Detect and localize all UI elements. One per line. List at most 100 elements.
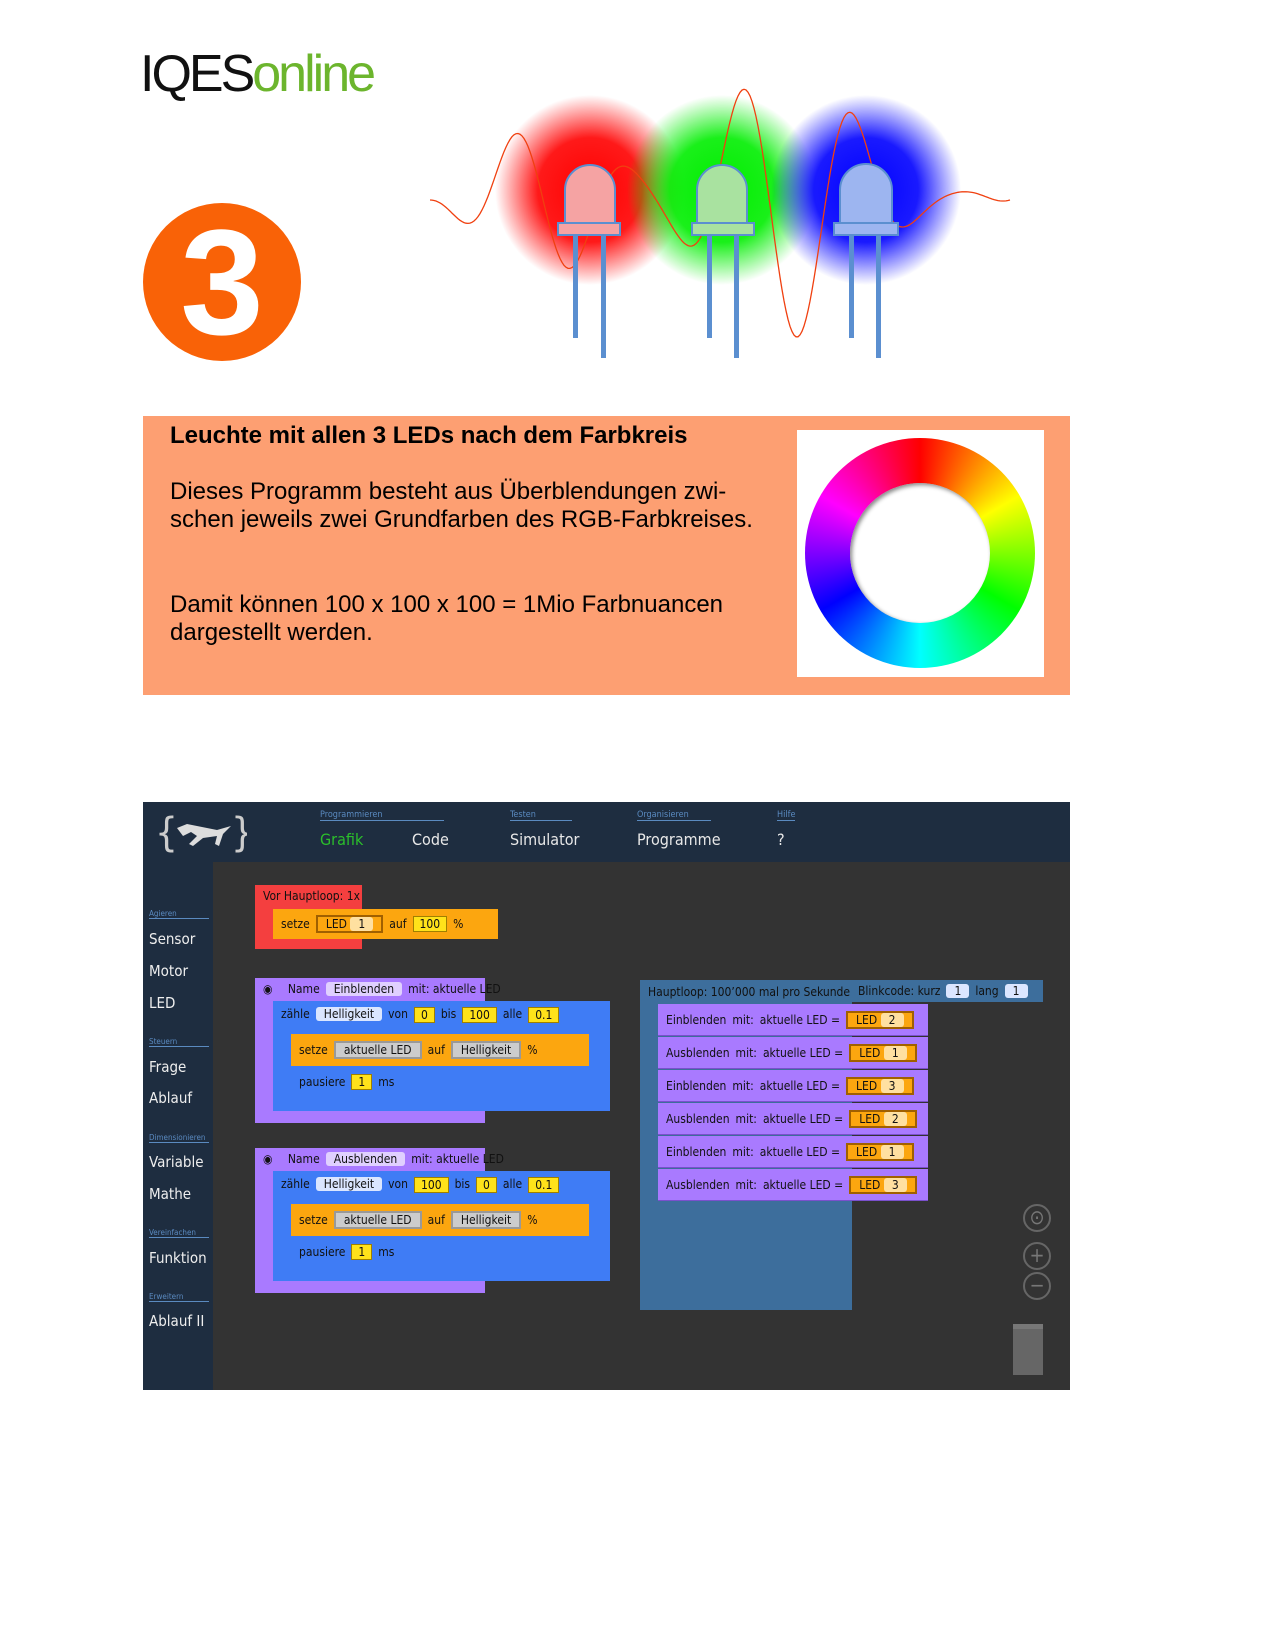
led-blue <box>833 163 899 358</box>
label: setze <box>299 1213 328 1227</box>
radio-icon[interactable]: ◉ <box>263 1152 273 1166</box>
lang-dropdown[interactable]: 1 <box>1004 984 1028 998</box>
target-dropdown[interactable]: aktuelle LED <box>333 1041 422 1059</box>
step-field[interactable]: 0.1 <box>528 1007 560 1023</box>
zoom-out-icon[interactable]: − <box>1023 1272 1051 1300</box>
from-field[interactable]: 0 <box>413 1007 435 1023</box>
label: mit: <box>732 1144 754 1159</box>
tab-grafik[interactable]: Grafik <box>320 830 364 849</box>
led-dropdown[interactable]: 3 <box>880 1078 904 1093</box>
function-name-field[interactable]: Einblenden <box>325 982 403 996</box>
function-name-field[interactable]: Ausblenden <box>325 1152 406 1166</box>
ms-field[interactable]: 1 <box>351 1244 373 1260</box>
panel-title: Leuchte mit allen 3 LEDs nach dem Farbkr… <box>170 422 688 449</box>
tab-code[interactable]: Code <box>412 830 449 849</box>
led-dropdown[interactable]: 2 <box>883 1111 907 1126</box>
led-dropdown[interactable]: 2 <box>880 1012 904 1027</box>
label: zähle <box>281 1177 310 1191</box>
label: mit: <box>735 1177 757 1192</box>
from-field[interactable]: 100 <box>413 1177 449 1193</box>
step-number-badge: 3 <box>143 203 301 361</box>
label: von <box>388 1177 408 1191</box>
nav-group-hilfe: Hilfe <box>777 810 796 821</box>
label: bis <box>440 1007 457 1021</box>
rgb-led-illustration <box>430 88 1011 358</box>
iqes-logo: IQESonline <box>140 44 376 104</box>
sidebar-item-motor[interactable]: Motor <box>149 962 188 980</box>
function-name: Ausblenden <box>666 1111 730 1126</box>
function-name: Einblenden <box>666 1012 727 1027</box>
step-field[interactable]: 0.1 <box>528 1177 560 1193</box>
variable-dropdown[interactable]: Helligkeit <box>315 1177 383 1191</box>
led-green <box>691 164 755 358</box>
label: mit: <box>732 1078 754 1093</box>
trash-icon[interactable] <box>1013 1324 1043 1375</box>
function-name: Einblenden <box>666 1144 727 1159</box>
label: pausiere <box>299 1245 346 1259</box>
sidebar: Agieren Sensor Motor LED Steuern Frage A… <box>143 862 213 1390</box>
value-field[interactable]: 100 <box>412 916 448 932</box>
label: mit: <box>735 1045 757 1060</box>
label: mit: <box>732 1012 754 1027</box>
led-label: LED <box>856 1144 878 1159</box>
sidebar-item-funktion[interactable]: Funktion <box>149 1249 207 1267</box>
logo-text: IQES <box>140 45 255 103</box>
label: auf <box>389 917 407 931</box>
led-label: LED <box>859 1045 881 1060</box>
to-field[interactable]: 100 <box>462 1007 497 1023</box>
recenter-icon[interactable]: ⊙ <box>1023 1204 1051 1232</box>
target-dropdown[interactable]: aktuelle LED <box>333 1211 422 1229</box>
sidebar-item-variable[interactable]: Variable <box>149 1153 204 1171</box>
ms-field[interactable]: 1 <box>351 1074 373 1090</box>
panel-paragraph: Damit können 100 x 100 x 100 = 1Mio Farb… <box>170 591 724 646</box>
sidebar-group-erweitern: Erweitern <box>149 1292 209 1302</box>
sidebar-group-vereinfachen: Vereinfachen <box>149 1228 209 1238</box>
zoom-in-icon[interactable]: + <box>1023 1242 1051 1270</box>
radio-icon[interactable]: ◉ <box>263 982 273 996</box>
sidebar-item-mathe[interactable]: Mathe <box>149 1185 192 1203</box>
kurz-dropdown[interactable]: 1 <box>946 984 970 998</box>
led-dropdown[interactable]: 1 <box>350 917 374 931</box>
block-title: Vor Hauptloop: 1x <box>263 889 360 903</box>
tab-simulator[interactable]: Simulator <box>510 830 580 849</box>
sidebar-item-ablauf-2[interactable]: Ablauf II <box>149 1312 205 1330</box>
sidebar-item-ablauf[interactable]: Ablauf <box>149 1089 193 1107</box>
sidebar-item-frage[interactable]: Frage <box>149 1058 187 1076</box>
variable-dropdown[interactable]: Helligkeit <box>315 1007 383 1021</box>
led-dropdown[interactable]: 1 <box>883 1045 907 1060</box>
label: bis <box>454 1177 471 1191</box>
led-dropdown[interactable]: 1 <box>880 1144 904 1159</box>
tab-programme[interactable]: Programme <box>637 830 721 849</box>
label: aktuelle LED = <box>762 1111 844 1126</box>
led-label: LED <box>859 1177 881 1192</box>
led-dropdown[interactable]: 3 <box>883 1177 907 1192</box>
label: aktuelle LED = <box>762 1177 844 1192</box>
sidebar-item-sensor[interactable]: Sensor <box>149 930 196 948</box>
tab-help[interactable]: ? <box>777 830 785 849</box>
label: alle <box>502 1007 523 1021</box>
led-label: LED <box>856 1078 878 1093</box>
led-label: LED <box>856 1012 878 1027</box>
value-dropdown[interactable]: Helligkeit <box>450 1041 522 1059</box>
svg-text:{: { <box>155 810 178 854</box>
value-dropdown[interactable]: Helligkeit <box>450 1211 522 1229</box>
sidebar-group-steuern: Steuern <box>149 1037 209 1047</box>
sidebar-item-led[interactable]: LED <box>149 994 176 1012</box>
to-field[interactable]: 0 <box>476 1177 497 1193</box>
label: % <box>453 917 464 931</box>
top-bar: {} Programmieren Testen Organisieren Hil… <box>143 802 1070 862</box>
sidebar-group-agieren: Agieren <box>149 909 209 919</box>
nav-group-programmieren: Programmieren <box>320 810 444 821</box>
